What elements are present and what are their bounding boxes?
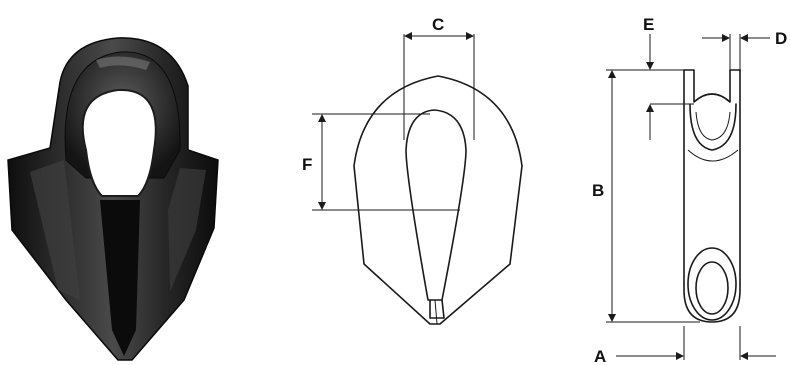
side-view-groove-inner [695,111,731,141]
dimension-c: C [403,15,475,140]
thimble-photo-eye [81,88,157,197]
front-view-slot [429,299,445,319]
side-view-eye-outer [687,247,737,321]
dimension-label-b: B [592,181,604,200]
dimension-label-c: C [432,15,444,34]
thimble-photo [7,37,219,361]
thimble-photo-sheen [96,56,150,70]
dimension-label-e: E [643,15,654,34]
dimension-label-a: A [594,347,606,365]
side-view-eye-inner [695,261,729,315]
dimension-label-d: D [775,29,787,48]
thimble-photo-groove [100,200,140,356]
dimension-f: F [302,113,460,211]
dimension-a: A [594,326,776,365]
side-view-side-line [687,149,739,162]
thimble-photo-highlight-right [168,168,206,292]
side-view-groove-outer [689,103,737,151]
thimble-photo-highlight-left [30,160,80,300]
thimble-front-view: C F [302,15,523,325]
dimension-b: B [592,69,700,323]
dimension-d: D [702,29,787,70]
side-view-top-flange [683,69,741,103]
dimension-label-f: F [302,155,312,174]
front-view-eye [405,109,467,301]
front-view-center-gap [434,299,438,325]
front-view-outline [353,75,523,325]
dimension-e: E [643,15,694,140]
thimble-side-view: B E D A [592,15,787,365]
side-view-outline [683,69,741,323]
